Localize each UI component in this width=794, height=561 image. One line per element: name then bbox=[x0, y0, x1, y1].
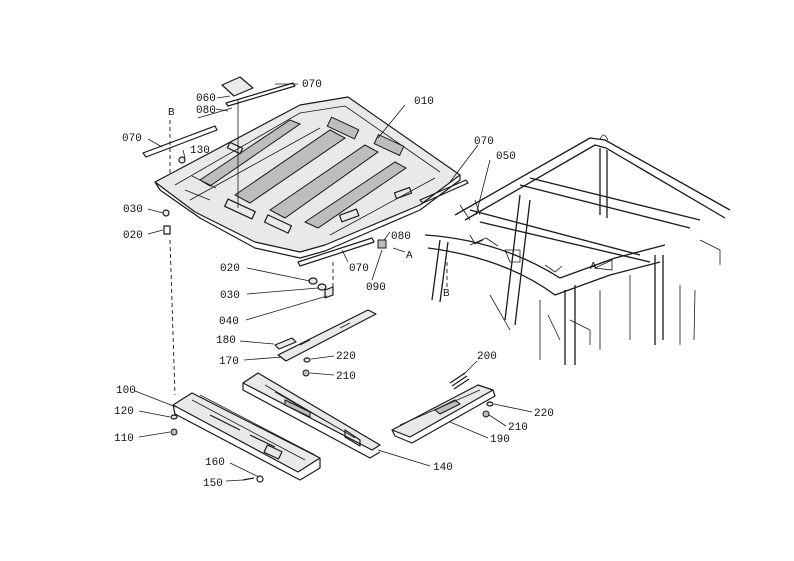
label-140: 140 bbox=[433, 462, 453, 474]
label-210-right: 210 bbox=[508, 422, 528, 434]
seal-strip-070-bottom[interactable] bbox=[297, 237, 375, 267]
label-080-right: 080 bbox=[391, 231, 411, 243]
nut-020-center[interactable] bbox=[308, 277, 318, 285]
label-050: 050 bbox=[496, 151, 516, 163]
leader-lines bbox=[134, 83, 533, 482]
seal-strip-070-right[interactable] bbox=[419, 179, 469, 204]
bolt-020-left[interactable] bbox=[163, 225, 171, 235]
label-080-top: 080 bbox=[196, 105, 216, 117]
label-220-center: 220 bbox=[336, 351, 356, 363]
label-070-top: 070 bbox=[302, 79, 322, 91]
part-labels: 010 070 060 080 B 070 130 030 020 070 05… bbox=[114, 79, 597, 490]
fastener-130[interactable] bbox=[178, 156, 186, 164]
bracket-bar-170[interactable] bbox=[277, 309, 377, 362]
pad-180[interactable] bbox=[274, 337, 297, 350]
label-030-left: 030 bbox=[123, 204, 143, 216]
trim-tray-140[interactable] bbox=[242, 372, 381, 459]
spacer-040-center[interactable] bbox=[324, 286, 334, 299]
label-160: 160 bbox=[205, 457, 225, 469]
label-190: 190 bbox=[490, 434, 510, 446]
washer-120[interactable] bbox=[170, 414, 178, 420]
label-100: 100 bbox=[116, 385, 136, 397]
seal-strip-070-top[interactable] bbox=[225, 82, 296, 107]
label-070-bottom: 070 bbox=[349, 263, 369, 275]
label-030-center: 030 bbox=[220, 290, 240, 302]
screw-210-center[interactable] bbox=[302, 369, 310, 377]
label-060: 060 bbox=[196, 93, 216, 105]
label-010: 010 bbox=[414, 96, 434, 108]
label-130: 130 bbox=[190, 145, 210, 157]
roof-panel[interactable] bbox=[154, 96, 461, 259]
label-180: 180 bbox=[216, 335, 236, 347]
trim-tray-190[interactable] bbox=[391, 384, 496, 444]
pad-060[interactable] bbox=[221, 76, 254, 97]
label-020-left: 020 bbox=[123, 230, 143, 242]
label-220-right: 220 bbox=[534, 408, 554, 420]
label-070-left: 070 bbox=[122, 133, 142, 145]
label-120: 120 bbox=[114, 406, 134, 418]
cab-frame[interactable] bbox=[424, 134, 731, 365]
label-070-right: 070 bbox=[474, 136, 494, 148]
bracket-090[interactable] bbox=[377, 239, 387, 249]
label-110: 110 bbox=[114, 433, 134, 445]
label-020-center: 020 bbox=[220, 263, 240, 275]
marker-a-frame: A bbox=[590, 261, 597, 272]
washer-220-right[interactable] bbox=[486, 401, 494, 407]
screw-150[interactable] bbox=[242, 477, 255, 481]
trim-tray-100[interactable] bbox=[172, 392, 321, 481]
spring-200[interactable] bbox=[449, 372, 470, 390]
label-210-center: 210 bbox=[336, 371, 356, 383]
washer-160[interactable] bbox=[256, 475, 264, 483]
screw-110[interactable] bbox=[170, 428, 178, 436]
marker-a-left: A bbox=[406, 250, 413, 261]
washer-030-left[interactable] bbox=[162, 209, 170, 217]
washer-220-center[interactable] bbox=[303, 357, 311, 363]
label-170: 170 bbox=[219, 356, 239, 368]
screw-210-right[interactable] bbox=[482, 410, 490, 418]
washer-030-center[interactable] bbox=[317, 283, 327, 291]
marker-b-top: B bbox=[168, 107, 175, 118]
seal-strip-070-left[interactable] bbox=[142, 125, 218, 158]
clip-080-top[interactable] bbox=[197, 100, 239, 208]
label-150: 150 bbox=[203, 478, 223, 490]
label-090: 090 bbox=[366, 282, 386, 294]
marker-b-frame: B bbox=[443, 288, 450, 299]
label-200: 200 bbox=[477, 351, 497, 363]
label-040: 040 bbox=[219, 316, 239, 328]
